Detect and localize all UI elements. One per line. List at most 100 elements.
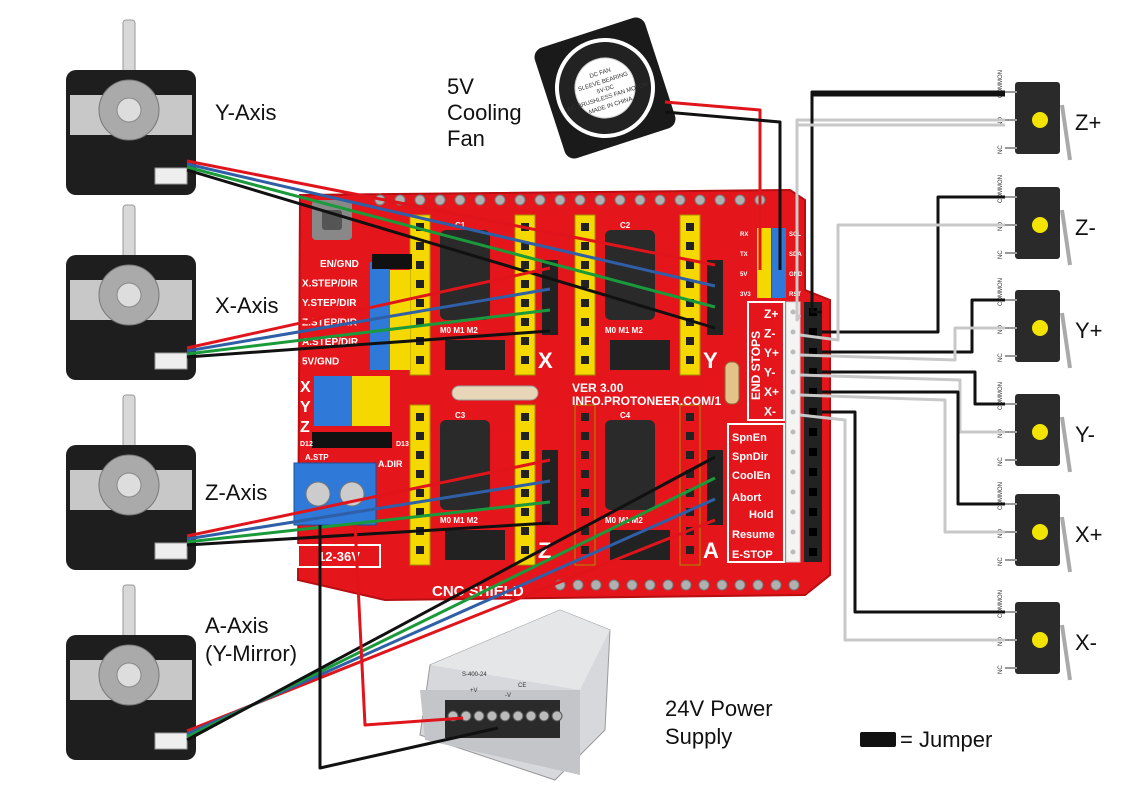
pin [790, 349, 796, 355]
socket-hole [521, 356, 529, 364]
switch-pin-label: COMMON [998, 175, 1004, 203]
header-hole [662, 579, 674, 591]
motor-hub [116, 472, 142, 498]
endstop-wire-common [822, 298, 1005, 354]
endstop-wire-no [795, 118, 1005, 322]
socket-hole [581, 470, 589, 478]
capacitor [440, 230, 490, 320]
header-hole [634, 194, 646, 206]
motor-connector [154, 542, 188, 560]
switch-screw [1032, 217, 1048, 233]
pin [790, 469, 796, 475]
terminal-screw [305, 481, 331, 507]
endstop-wire-no [799, 393, 1005, 534]
motor-connector [154, 352, 188, 370]
header-hole [494, 194, 506, 206]
socket-hole [686, 432, 694, 440]
pin [790, 449, 796, 455]
socket-hole [521, 489, 529, 497]
pin [790, 409, 796, 415]
header-hole [554, 194, 566, 206]
socket-hole [686, 261, 694, 269]
psu-label: Supply [665, 724, 732, 749]
pin [790, 329, 796, 335]
socket-hole [521, 413, 529, 421]
socket-hole [686, 546, 694, 554]
capacitor [440, 420, 490, 510]
i2c-pin-label: SCL [789, 232, 801, 238]
microstep-label: M0 M1 M2 [605, 516, 643, 525]
header-hole [752, 579, 764, 591]
socket-hole [581, 318, 589, 326]
pin [809, 428, 817, 436]
pin [809, 488, 817, 496]
endstop-label: Y- [764, 366, 775, 380]
switch-label: Y- [1075, 422, 1095, 447]
socket-hole [686, 356, 694, 364]
label-a-dir: A.DIR [378, 459, 403, 469]
header-hole [680, 579, 692, 591]
switch-lever [1060, 209, 1072, 266]
motor-wire [186, 162, 716, 288]
psu-screw [551, 710, 563, 722]
socket-hole [521, 242, 529, 250]
header-hole [590, 579, 602, 591]
header-hole [770, 579, 782, 591]
socket-hole [521, 432, 529, 440]
pin [809, 348, 817, 356]
socket-hole [416, 261, 424, 269]
socket-hole [416, 432, 424, 440]
motor-wire [186, 308, 551, 356]
motor-wire [186, 168, 716, 330]
socket-hole [686, 299, 694, 307]
socket-hole [581, 489, 589, 497]
aux-pin-label: SpnEn [732, 432, 767, 444]
pin-label: Y.STEP/DIR [302, 298, 357, 309]
psu-screws [447, 710, 563, 722]
microstep-label: M0 M1 M2 [605, 326, 643, 335]
endstop-wire-no [799, 223, 1005, 342]
power-supply: S-400-24 +V -V CE N [419, 609, 611, 781]
header-hole [716, 579, 728, 591]
endstop-label: Y+ [764, 346, 779, 360]
header-hole [414, 194, 426, 206]
driver-letter: A [703, 538, 719, 563]
socket-hole [416, 489, 424, 497]
motor-wire [186, 266, 551, 350]
fan-label: Cooling [447, 100, 522, 125]
pin [809, 528, 817, 536]
driver-letter: Y [703, 348, 718, 373]
header-hole [626, 579, 638, 591]
jumper-d12-d13 [312, 432, 392, 448]
microstep-jumpers [445, 530, 505, 560]
motor-wire [186, 287, 551, 353]
header-hole [434, 194, 446, 206]
power-wire-positive [353, 524, 464, 727]
header-hole [514, 194, 526, 206]
motor-wire [186, 165, 716, 309]
aux-pin-label: SpnDir [732, 451, 769, 463]
socket-hole [686, 451, 694, 459]
endstops-title: END STOPS [749, 331, 763, 400]
capacitor-label: C1 [455, 221, 466, 230]
switch-label: X+ [1075, 522, 1103, 547]
switch-label: Z- [1075, 215, 1096, 240]
microstep-jumpers [610, 530, 670, 560]
socket-hole [521, 470, 529, 478]
header-hole [654, 194, 666, 206]
header-hole [698, 579, 710, 591]
motor-header [707, 260, 723, 335]
stepper-motor-a-axis: A-Axis(Y-Mirror) [66, 584, 297, 760]
socket-hole [521, 261, 529, 269]
motor-shaft [122, 584, 136, 641]
pin [790, 549, 796, 555]
microstep-jumpers [445, 340, 505, 370]
endstop-label: X+ [764, 385, 779, 399]
motor-wire [186, 159, 716, 267]
socket-hole [416, 280, 424, 288]
serial-pin-label: 3V3 [740, 292, 751, 298]
